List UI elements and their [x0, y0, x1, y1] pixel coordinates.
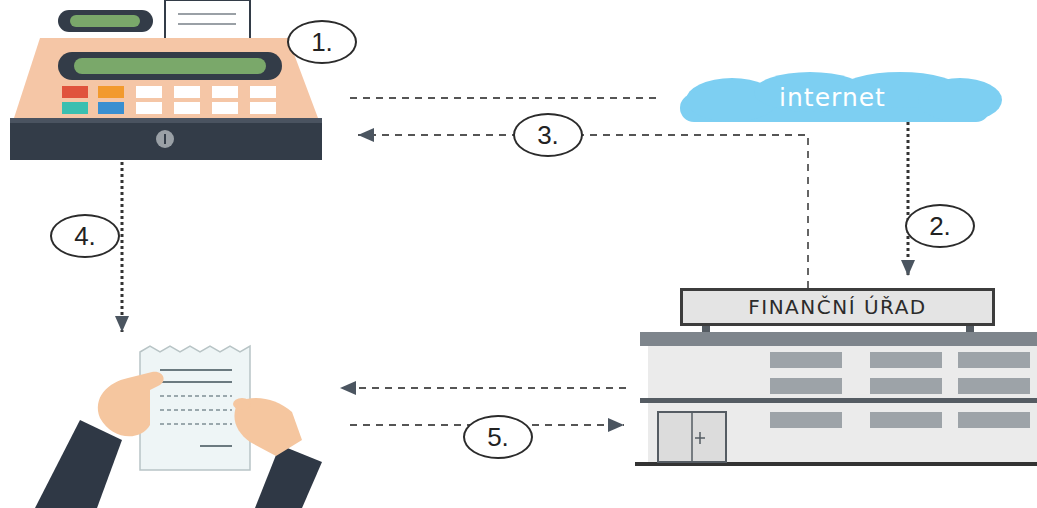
office-sign: FINANČNÍ ÚŘAD [680, 288, 995, 326]
cash-register-part [14, 38, 318, 118]
cash-register: 1. [10, 0, 350, 160]
receipt-arrows-part [121, 162, 124, 332]
office-building-part [648, 346, 1037, 400]
callout-number: 1. [287, 20, 357, 64]
hands-with-receipt-part [35, 420, 122, 508]
internet-cloud: internet [660, 72, 1005, 122]
hands-with-receipt-part [160, 423, 232, 425]
dashed-connector [358, 135, 808, 288]
hands-with-receipt-part [233, 398, 251, 410]
office-building-part [870, 412, 942, 428]
callout-number: 5. [463, 415, 533, 459]
dashed-connector [907, 122, 910, 276]
hands-with-receipt-part [160, 381, 232, 383]
office-building-part [658, 412, 726, 462]
hands-with-receipt-part [160, 395, 232, 397]
office-building-part [648, 403, 1037, 463]
cloud-part [918, 78, 1002, 122]
office-building-part [870, 378, 942, 394]
cash-register-part [10, 118, 322, 160]
office-building-part [702, 325, 710, 333]
office-building-part [640, 332, 1037, 346]
dashed-connector [350, 97, 660, 99]
office-building-part [640, 398, 1037, 403]
cash-register-part [58, 52, 282, 80]
hands-with-receipt-part [98, 372, 164, 437]
cash-register-part [58, 10, 153, 32]
sign-label: FINANČNÍ ÚŘAD [748, 295, 927, 319]
office-building-part [958, 378, 1030, 394]
callout-number: 4. [50, 214, 120, 258]
cash-register-part [98, 86, 124, 98]
hands-with-receipt-part [200, 445, 232, 447]
cash-register-part [212, 86, 238, 98]
hands-with-receipt-part [160, 409, 232, 411]
cloud-label: internet [660, 72, 1005, 122]
cash-register-part [250, 102, 276, 114]
office-building-part [958, 412, 1030, 428]
cash-register-part [212, 102, 238, 114]
cash-register-part [178, 13, 236, 15]
cash-register-part [164, 134, 166, 144]
cash-register-part [70, 15, 140, 27]
hands-with-receipt-part [160, 369, 232, 371]
cash-register-part [10, 118, 322, 123]
cash-register-part [62, 86, 88, 98]
cash-register-part [98, 102, 124, 114]
office-building-part [958, 352, 1030, 368]
cash-register-part [62, 102, 88, 114]
hands-with-receipt [35, 346, 322, 508]
cash-register-part [250, 86, 276, 98]
office-building-part [770, 378, 842, 394]
callout-number: 2. [905, 204, 975, 248]
callout-number: 3. [513, 113, 583, 157]
hands-with-receipt-part [140, 346, 250, 470]
cash-register-part [178, 23, 236, 25]
office-building-part [966, 325, 974, 333]
receipt-arrows-part [340, 387, 626, 389]
office-building-part [691, 412, 693, 462]
cash-register-part [174, 86, 200, 98]
hands-with-receipt-part [255, 445, 322, 508]
cash-register-part [174, 102, 200, 114]
cash-register [10, 0, 322, 160]
office-building-part [770, 352, 842, 368]
office-building-part [870, 352, 942, 368]
cash-register-part [156, 130, 174, 148]
office-building-part [770, 412, 842, 428]
cash-register-part [74, 58, 266, 74]
cash-register-part [136, 86, 162, 98]
office-building-part [695, 437, 705, 439]
office-building [635, 325, 1037, 466]
cash-register-part [136, 102, 162, 114]
